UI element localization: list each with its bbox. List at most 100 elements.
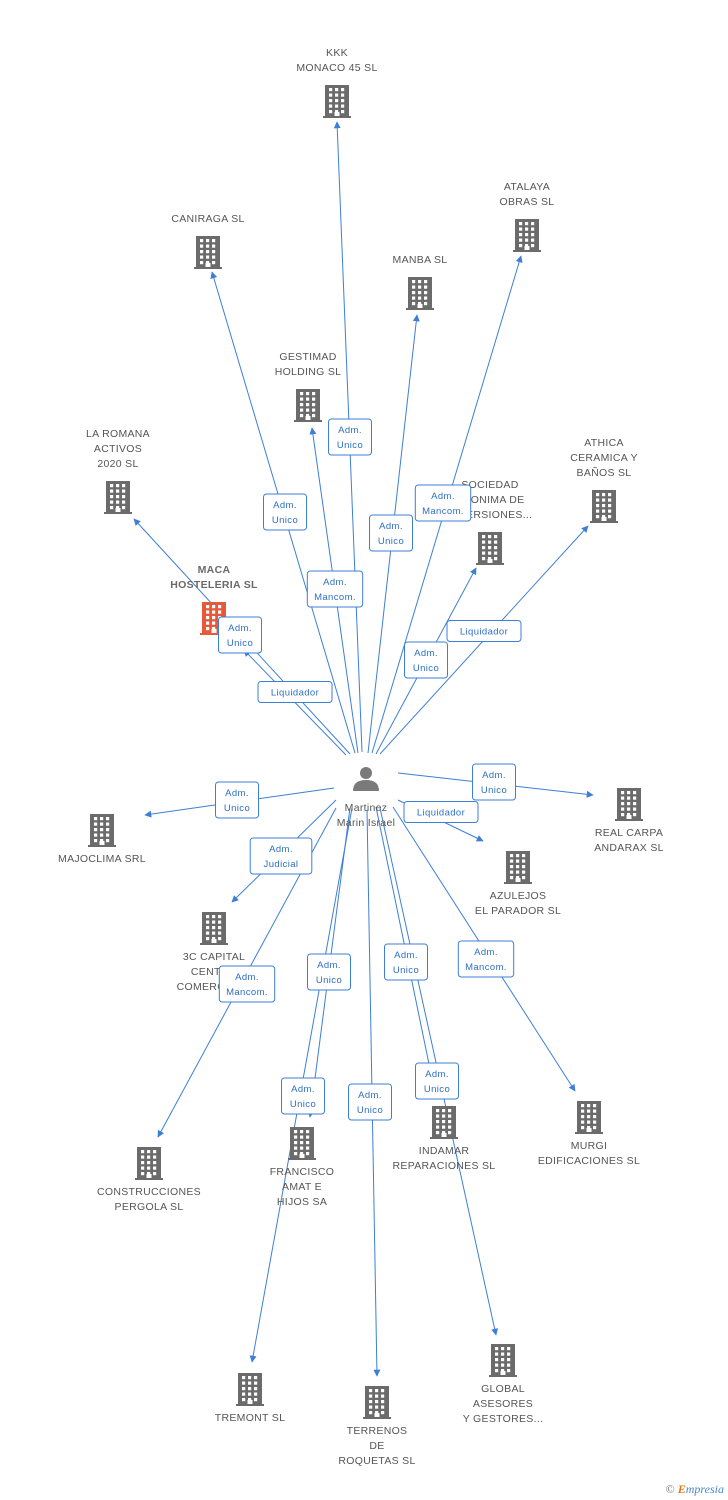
brand-name: Empresia	[677, 1482, 724, 1496]
edge-label-text: Adm.	[414, 648, 438, 659]
edge-label-azulejos[interactable]: Liquidador	[403, 801, 479, 823]
copyright-symbol: ©	[665, 1482, 675, 1496]
building-icon	[88, 814, 116, 847]
edge-label-text: Liquidador	[460, 627, 508, 638]
company-label-line: Y GESTORES...	[463, 1413, 544, 1425]
building-icon	[513, 219, 541, 252]
edge-label-murgi[interactable]: Adm. Mancom.	[457, 940, 515, 978]
edge-label-tremont[interactable]: Adm.Unico	[281, 1077, 325, 1115]
building-icon	[200, 912, 228, 945]
edge-label-construcciones[interactable]: Adm.Mancom.	[218, 965, 276, 1003]
edge-label-text: Judicial	[264, 859, 299, 870]
building-icon	[104, 481, 132, 514]
company-label-line: 3C CAPITAL	[183, 951, 245, 963]
company-node-gestimad[interactable]: GESTIMAD HOLDING SL	[275, 351, 342, 422]
edge-label-sociedad[interactable]: Adm.Unico	[404, 641, 448, 679]
building-icon	[575, 1101, 603, 1134]
company-label-line: CONSTRUCCIONES	[97, 1186, 201, 1198]
edges-layer	[133, 121, 594, 1377]
company-node-global[interactable]: GLOBAL ASESORES Y GESTORES...	[463, 1344, 544, 1425]
edge-label-gestimad[interactable]: Adm. Mancom.	[306, 570, 364, 608]
edge-label-text: Adm.	[317, 960, 341, 971]
company-label-line: ANDARAX SL	[594, 842, 664, 854]
company-label-line: GESTIMAD	[279, 351, 336, 363]
edge-label-text: Mancom.	[314, 592, 356, 603]
edge-label-atalaya[interactable]: Adm.Mancom.	[414, 484, 472, 522]
company-label-line: TERRENOS	[347, 1425, 408, 1437]
edge-label-text: Adm.	[474, 947, 498, 958]
company-label-line: HOSTELERIA SL	[170, 579, 258, 591]
company-label-line: ASESORES	[473, 1398, 533, 1410]
company-node-caniraga[interactable]: CANIRAGA SL	[171, 213, 244, 269]
edge-label-text: Unico	[378, 536, 404, 547]
company-label-line: KKK	[326, 47, 348, 59]
edge-label-text: Adm.	[425, 1069, 449, 1080]
edge-label-text: Liquidador	[271, 688, 319, 699]
person-name-line: Martinez	[345, 802, 388, 814]
edge-label-kkk[interactable]: Adm.Unico	[328, 418, 372, 456]
edge-label-text: Unico	[290, 1099, 316, 1110]
edge-label-text: Mancom.	[422, 506, 464, 517]
building-icon	[288, 1127, 316, 1160]
footer-brand[interactable]: © Empresia	[666, 1482, 724, 1497]
company-label-line: HOLDING SL	[275, 366, 342, 378]
edge-label-text: Adm.	[482, 770, 506, 781]
building-icon	[504, 851, 532, 884]
company-node-majoclima[interactable]: MAJOCLIMA SRL	[58, 814, 146, 865]
edge-label-text: Adm.	[323, 577, 347, 588]
edge-label-realcarpa[interactable]: Adm.Unico	[472, 763, 516, 801]
person-name-line: Marin Israel	[337, 817, 395, 829]
edge-label-text: Adm.	[338, 425, 362, 436]
company-label-line: SOCIEDAD	[461, 479, 518, 491]
company-label-line: TREMONT SL	[215, 1412, 285, 1424]
company-label-line: MURGI	[571, 1140, 608, 1152]
company-label-line: EL PARADOR SL	[475, 905, 561, 917]
building-icon	[323, 85, 351, 118]
company-node-manba[interactable]: MANBA SL	[393, 254, 448, 310]
edge-label-3c[interactable]: Adm. Judicial	[249, 837, 313, 875]
company-label-line: EDIFICACIONES SL	[538, 1155, 640, 1167]
edge-label-global[interactable]: Adm.Unico	[415, 1062, 459, 1100]
edge-label-maca[interactable]: Liquidador	[257, 681, 333, 703]
edge-label-text: Adm.	[269, 844, 293, 855]
edge-label-caniraga[interactable]: Adm.Unico	[263, 493, 307, 531]
edge-label-text: Liquidador	[417, 808, 465, 819]
company-label-line: MONACO 45 SL	[296, 62, 377, 74]
edge-label-text: Adm.	[379, 521, 403, 532]
edge-label-athica[interactable]: Liquidador	[446, 620, 522, 642]
edge-label-text: Adm.	[225, 788, 249, 799]
edge-label-text: Unico	[272, 515, 298, 526]
company-label-line: GLOBAL	[481, 1383, 525, 1395]
edge-label-francisco[interactable]: Adm.Unico	[307, 953, 351, 991]
edge-labels-layer: Adm.UnicoAdm.UnicoAdm.Mancom.Adm.UnicoAd…	[215, 418, 522, 1121]
edge-label-text: Unico	[357, 1105, 383, 1116]
edge-label-indamar[interactable]: Adm.Unico	[384, 943, 428, 981]
company-label-line: AMAT E	[282, 1181, 322, 1193]
company-label-line: MANBA SL	[393, 254, 448, 266]
edge-label-terrenos[interactable]: Adm.Unico	[348, 1083, 392, 1121]
company-node-tremont[interactable]: TREMONT SL	[215, 1373, 285, 1424]
company-label-line: ROQUETAS SL	[338, 1455, 415, 1467]
edge-label-manba[interactable]: Adm. Unico	[369, 514, 413, 552]
edge-label-laromana[interactable]: Adm.Unico	[218, 616, 262, 654]
company-node-murgi[interactable]: MURGI EDIFICACIONES SL	[538, 1101, 640, 1167]
company-label-line: CANIRAGA SL	[171, 213, 244, 225]
company-node-kkk[interactable]: KKK MONACO 45 SL	[296, 47, 377, 118]
edge-label-majoclima[interactable]: Adm. Unico	[215, 781, 259, 819]
building-icon	[194, 236, 222, 269]
building-icon	[135, 1147, 163, 1180]
edge-label-text: Unico	[224, 803, 250, 814]
edge-label-text: Mancom.	[465, 962, 507, 973]
